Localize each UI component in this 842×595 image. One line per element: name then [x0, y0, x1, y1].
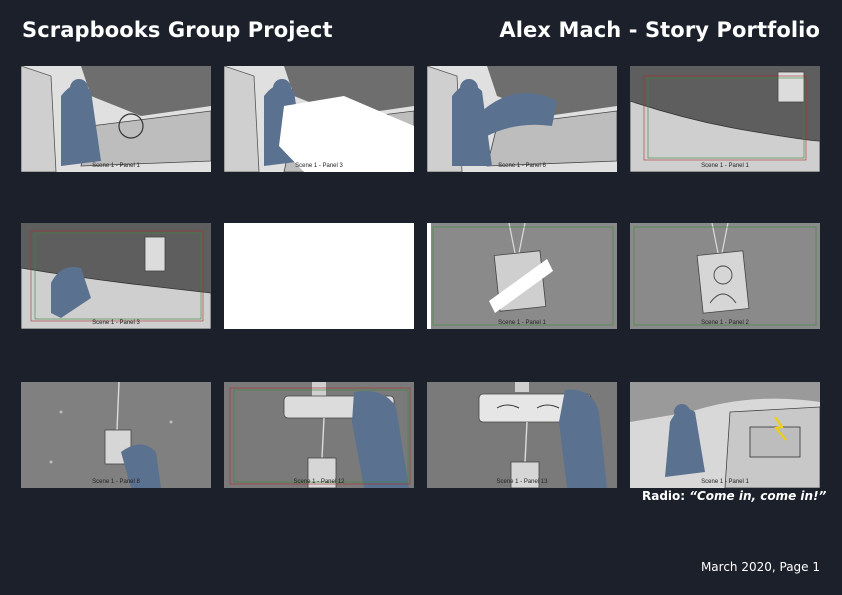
storyboard-panel-2: Scene 1 - Panel 3 — [224, 66, 414, 172]
panel-label: Scene 1 - Panel 8 — [92, 479, 140, 485]
storyboard-panel-5: Scene 1 - Panel 3 — [21, 223, 211, 329]
storyboard-panel-1: Scene 1 - Panel 1 — [21, 66, 211, 172]
storyboard-panel-4: Scene 1 - Panel 1 — [630, 66, 820, 172]
storyboard-panel-12: Scene 1 - Panel 1 — [630, 382, 820, 488]
page-footer: March 2020, Page 1 — [700, 560, 820, 574]
panel-sketch-hanging-photo — [427, 223, 617, 329]
panel-label: Scene 1 - Panel 1 — [498, 320, 546, 326]
panel-sketch-mirror-grab — [224, 382, 414, 488]
storyboard-panel-9: Scene 1 - Panel 8 — [21, 382, 211, 488]
portfolio-author: Alex Mach - Story Portfolio — [499, 18, 820, 42]
panel-label: Scene 1 - Panel 12 — [293, 479, 345, 485]
panel-label: Scene 1 - Panel 3 — [295, 163, 343, 169]
panel-sketch-mirror-eyes — [427, 382, 617, 488]
panel-label: Scene 1 - Panel 6 — [498, 163, 546, 169]
panel-sketch-dashboard — [630, 66, 820, 172]
storyboard-panel-7: Scene 1 - Panel 1 — [427, 223, 617, 329]
panel-sketch-hand-on-dash — [21, 223, 211, 329]
panel-label: Scene 1 - Panel 1 — [701, 163, 749, 169]
caption-quote: “Come in, come in!” — [689, 489, 827, 503]
panel-label: Scene 1 - Panel 13 — [496, 479, 548, 485]
panel-sketch-car-flash — [224, 66, 414, 172]
panel-label: Scene 1 - Panel 3 — [92, 320, 140, 326]
panel-label: Scene 1 - Panel 1 — [701, 479, 749, 485]
panel-label: Scene 1 - Panel 1 — [92, 163, 140, 169]
dialogue-caption: Radio: “Come in, come in!” — [642, 489, 826, 503]
storyboard-panel-10: Scene 1 - Panel 12 — [224, 382, 414, 488]
panel-sketch-photo-portrait — [630, 223, 820, 329]
caption-speaker: Radio: — [642, 489, 690, 503]
panel-sketch-radio — [630, 382, 820, 488]
page-title: Scrapbooks Group Project — [22, 18, 333, 42]
storyboard-panel-8: Scene 1 - Panel 2 — [630, 223, 820, 329]
storyboard-panel-6-blank — [224, 223, 414, 329]
panel-sketch-car-interior — [21, 66, 211, 172]
panel-label: Scene 1 - Panel 2 — [701, 320, 749, 326]
storyboard-panel-11: Scene 1 - Panel 13 — [427, 382, 617, 488]
panel-sketch-hand-photo — [21, 382, 211, 488]
panel-sketch-reaching-arm — [427, 66, 617, 172]
storyboard-panel-3: Scene 1 - Panel 6 — [427, 66, 617, 172]
